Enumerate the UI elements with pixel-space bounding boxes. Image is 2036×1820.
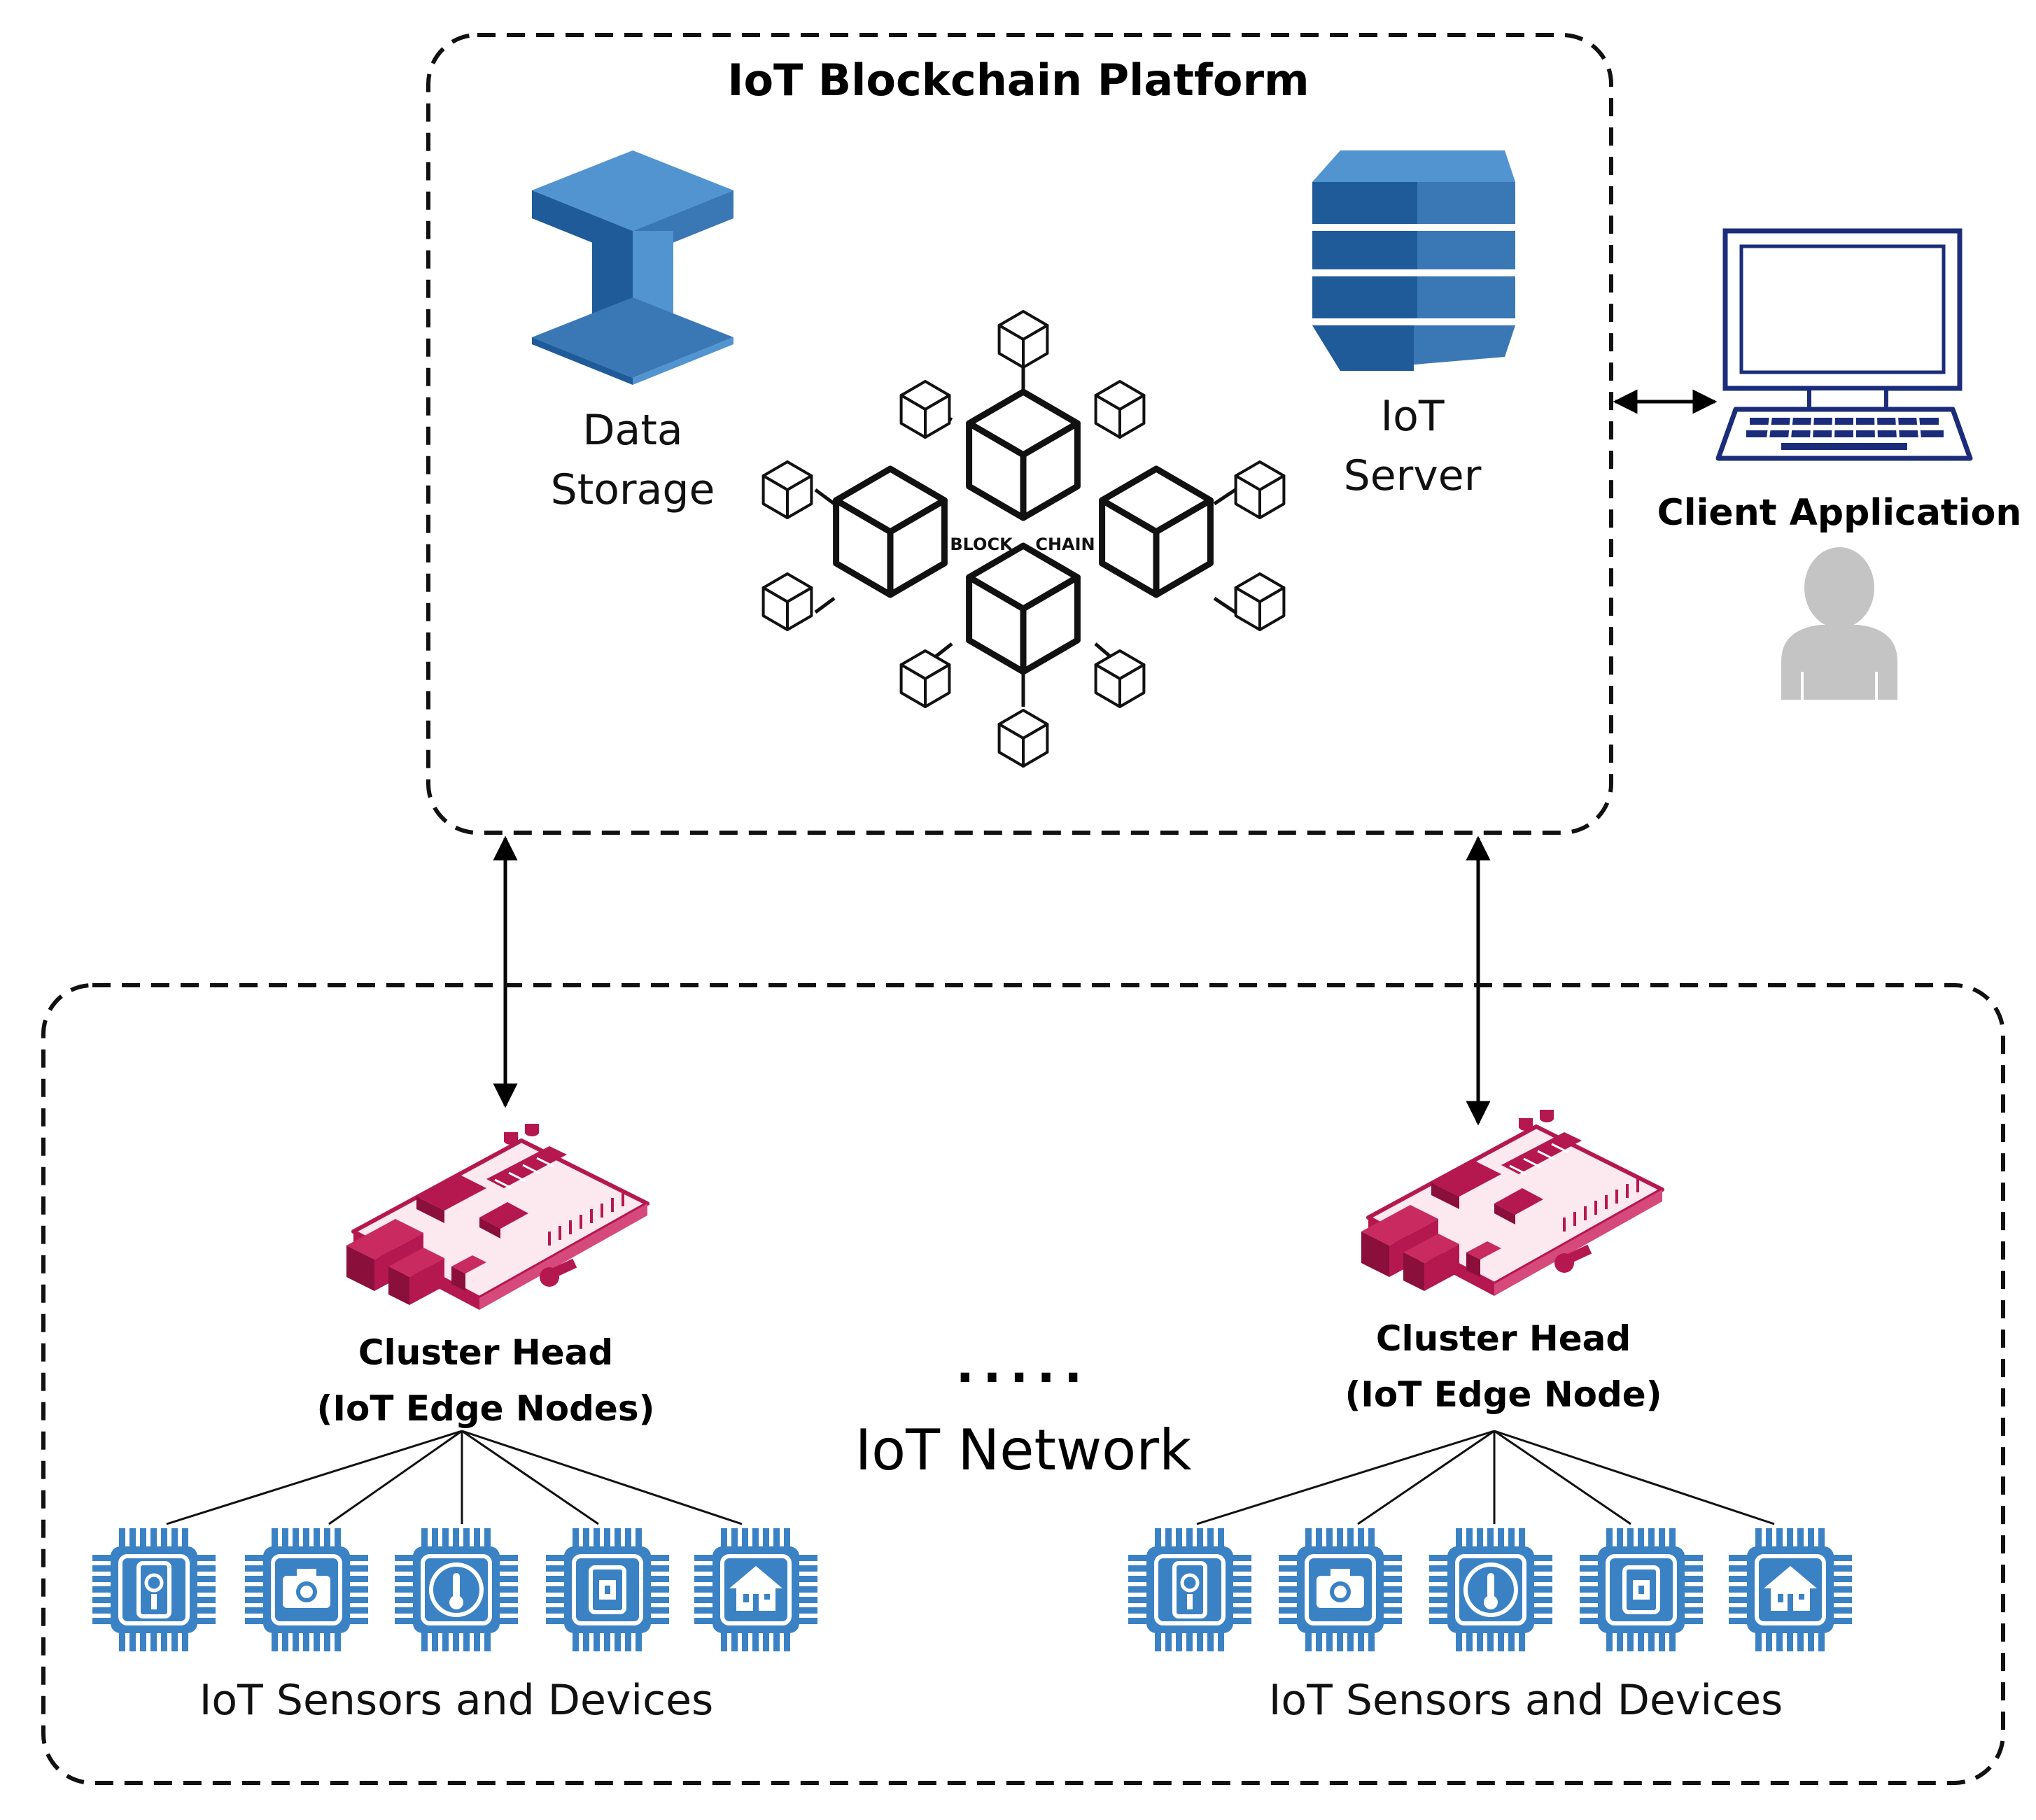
switch-sensor-icon xyxy=(1580,1528,1703,1651)
data-storage-label: Data xyxy=(582,406,682,455)
right-cluster-head-sublabel: (IoT Edge Node) xyxy=(1345,1374,1662,1415)
network-ellipsis: ..... xyxy=(956,1336,1091,1394)
iot-server-label: IoT xyxy=(1380,392,1444,441)
left-devices xyxy=(92,1528,817,1651)
data-storage-icon xyxy=(532,150,733,385)
key-card-sensor-icon xyxy=(92,1528,216,1651)
iot-server-icon xyxy=(1312,150,1515,371)
smart-home-sensor-icon xyxy=(694,1528,817,1651)
blockchain-label-chain: CHAIN xyxy=(1035,535,1095,554)
camera-sensor-icon xyxy=(1279,1528,1402,1651)
iot-network-container xyxy=(41,983,2005,1785)
key-card-sensor-icon xyxy=(1128,1528,1251,1651)
iot-server-label-2: Server xyxy=(1344,451,1482,500)
blockchain-icon xyxy=(764,311,1284,766)
platform-container xyxy=(426,33,1613,835)
right-cluster-board-icon xyxy=(1361,1110,1662,1296)
thermometer-sensor-icon xyxy=(1429,1528,1552,1651)
right-devices xyxy=(1128,1528,1852,1651)
computer-icon xyxy=(1715,228,1973,461)
data-storage-label-2: Storage xyxy=(551,465,715,514)
right-cluster-links xyxy=(1196,1430,1775,1525)
left-cluster-links xyxy=(166,1430,743,1525)
left-cluster-head-sublabel: (IoT Edge Nodes) xyxy=(317,1388,655,1429)
user-icon xyxy=(1781,547,1897,700)
platform-title: IoT Blockchain Platform xyxy=(727,55,1309,106)
client-application-label: Client Application xyxy=(1657,492,2022,534)
left-devices-label: IoT Sensors and Devices xyxy=(199,1676,714,1725)
left-cluster-head-label: Cluster Head xyxy=(358,1332,613,1373)
smart-home-sensor-icon xyxy=(1729,1528,1852,1651)
right-devices-label: IoT Sensors and Devices xyxy=(1269,1676,1783,1725)
right-cluster-head-label: Cluster Head xyxy=(1376,1318,1631,1359)
camera-sensor-icon xyxy=(245,1528,368,1651)
iot-network-label: IoT Network xyxy=(855,1418,1193,1483)
switch-sensor-icon xyxy=(546,1528,669,1651)
blockchain-label-block: BLOCK xyxy=(950,535,1013,554)
left-cluster-board-icon xyxy=(346,1124,647,1310)
thermometer-sensor-icon xyxy=(395,1528,518,1651)
